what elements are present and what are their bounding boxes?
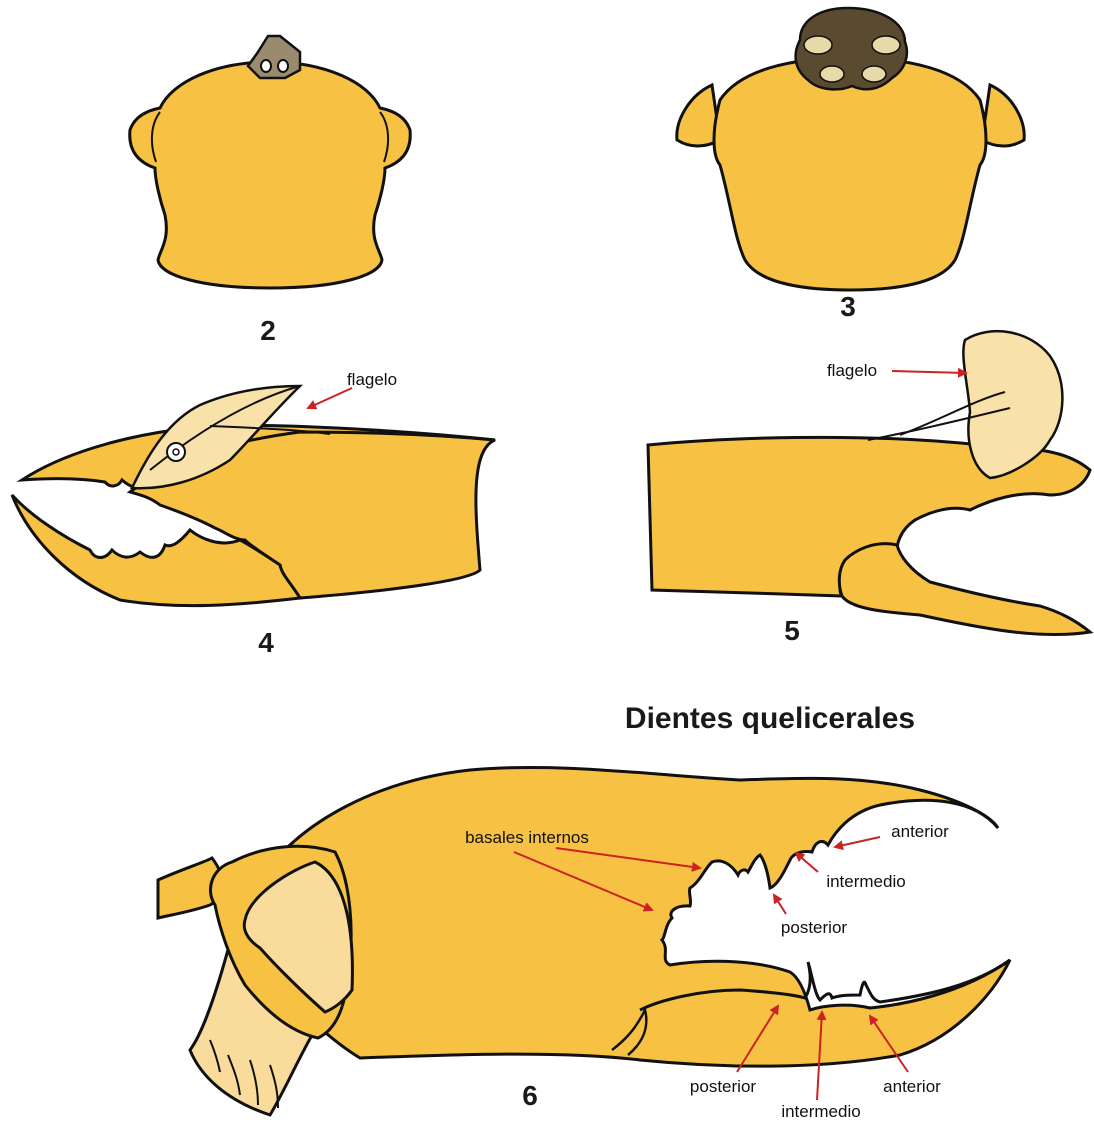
fig3-carapace xyxy=(714,58,986,290)
fig3-eye-3 xyxy=(820,66,844,82)
fig2-number: 2 xyxy=(260,315,276,346)
fig6-label-basales-internos: basales internos xyxy=(465,828,589,847)
fig6-arrow-posterior-upper xyxy=(774,895,786,914)
fig2-right-eye xyxy=(278,60,288,72)
fig6-hand xyxy=(255,767,1010,1066)
fig6-label-intermedio-lower: intermedio xyxy=(781,1102,860,1121)
fig2-carapace xyxy=(130,62,411,288)
fig6-arrow-intermedio-upper xyxy=(796,853,818,872)
fig2-ocular-plate xyxy=(248,36,300,78)
fig5-number: 5 xyxy=(784,615,800,646)
fig3-eye-4 xyxy=(862,66,886,82)
fig5-flagelo-label: flagelo xyxy=(827,361,877,380)
fig6-label-anterior-upper: anterior xyxy=(891,822,949,841)
fig3-number: 3 xyxy=(840,291,856,322)
fig3-eye-1 xyxy=(804,36,832,54)
fig6-label-intermedio-upper: intermedio xyxy=(826,872,905,891)
figure-5-chelicera: flagelo 5 xyxy=(648,331,1090,646)
figure-3-prosoma: 3 xyxy=(677,8,1024,322)
fig4-number: 4 xyxy=(258,627,274,658)
figure-4-chelicera: flagelo 4 xyxy=(12,370,495,658)
fig5-movable-finger xyxy=(839,544,1090,635)
fig3-right-ear xyxy=(982,85,1024,146)
figure-2-prosoma: 2 xyxy=(130,36,411,346)
figure-6-chelicera: Dientes quelicerales basales internos an… xyxy=(158,702,1010,1121)
fig6-label-anterior-lower: anterior xyxy=(883,1077,941,1096)
fig6-title: Dientes quelicerales xyxy=(625,702,915,735)
fig5-flagelo-arrow xyxy=(892,371,966,373)
fig3-eye-2 xyxy=(872,36,900,54)
fig6-label-posterior-lower: posterior xyxy=(690,1077,756,1096)
fig4-flagelo-arrow xyxy=(308,388,352,408)
fig6-arrow-anterior-upper xyxy=(835,837,880,847)
fig4-flagelo-label: flagelo xyxy=(347,370,397,389)
fig6-number: 6 xyxy=(522,1080,538,1111)
fig2-left-eye xyxy=(261,60,271,72)
fig4-flagellum-base-inner xyxy=(173,449,179,455)
fig6-label-posterior-upper: posterior xyxy=(781,918,847,937)
